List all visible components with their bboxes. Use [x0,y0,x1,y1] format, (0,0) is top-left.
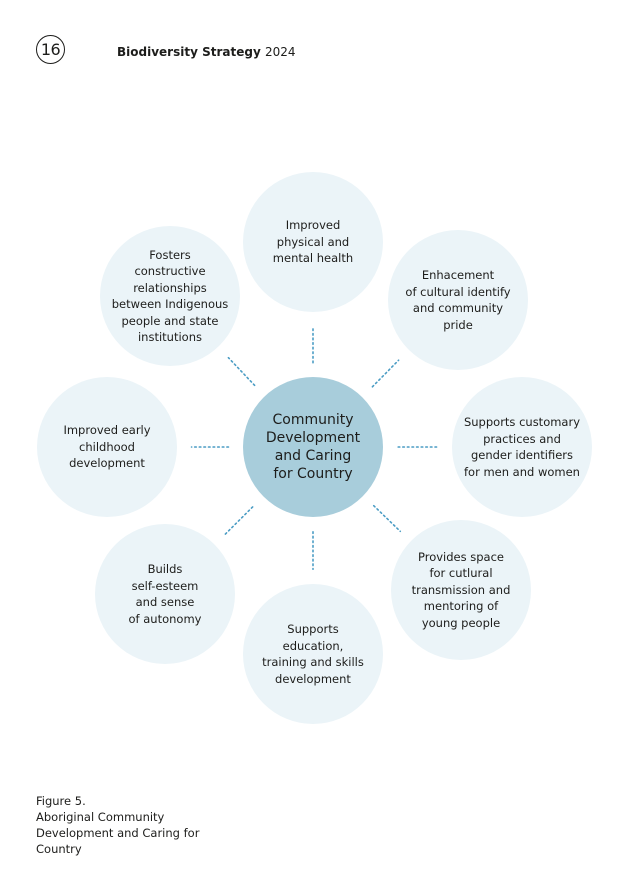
document-title: Biodiversity Strategy 2024 [117,45,296,59]
document-title-text: Biodiversity Strategy [117,45,261,59]
node-label: Supports education, training and skills … [262,622,364,686]
node-label: Improved physical and mental health [272,218,354,266]
figure-caption: Figure 5. Aboriginal Community Developme… [36,793,226,857]
node-cultural-transmission: Provides space for cutlural transmission… [391,520,531,660]
node-cultural-identity: Enhacement of cultural identify and comm… [388,230,528,370]
connector-line [372,504,402,533]
node-label: Enhacement of cultural identify and comm… [405,268,511,332]
connector-line [224,506,254,535]
figure-number: Figure 5. [36,794,86,808]
node-physical-mental-health: Improved physical and mental health [243,172,383,312]
center-node-label: Community Development and Caring for Cou… [265,412,361,482]
center-node: Community Development and Caring for Cou… [243,377,383,517]
node-constructive-relationships: Fosters constructive relationships betwe… [100,226,240,366]
node-label: Improved early childhood development [63,423,151,471]
node-early-childhood: Improved early childhood development [37,377,177,517]
node-education-training: Supports education, training and skills … [243,584,383,724]
figure-caption-text: Aboriginal Community Development and Car… [36,810,200,856]
document-year: 2024 [264,45,296,59]
node-label: Provides space for cutlural transmission… [411,549,511,630]
node-customary-practices: Supports customary practices and gender … [452,377,592,517]
page-number: 16 [40,40,61,59]
connector-line [371,359,400,388]
node-label: Fosters constructive relationships betwe… [111,247,229,345]
page-number-badge: 16 [36,35,65,64]
connector-line [227,356,256,387]
node-label: Supports customary practices and gender … [463,415,581,479]
node-self-esteem: Builds self-esteem and sense of autonomy [95,524,235,664]
node-label: Builds self-esteem and sense of autonomy [128,562,202,626]
